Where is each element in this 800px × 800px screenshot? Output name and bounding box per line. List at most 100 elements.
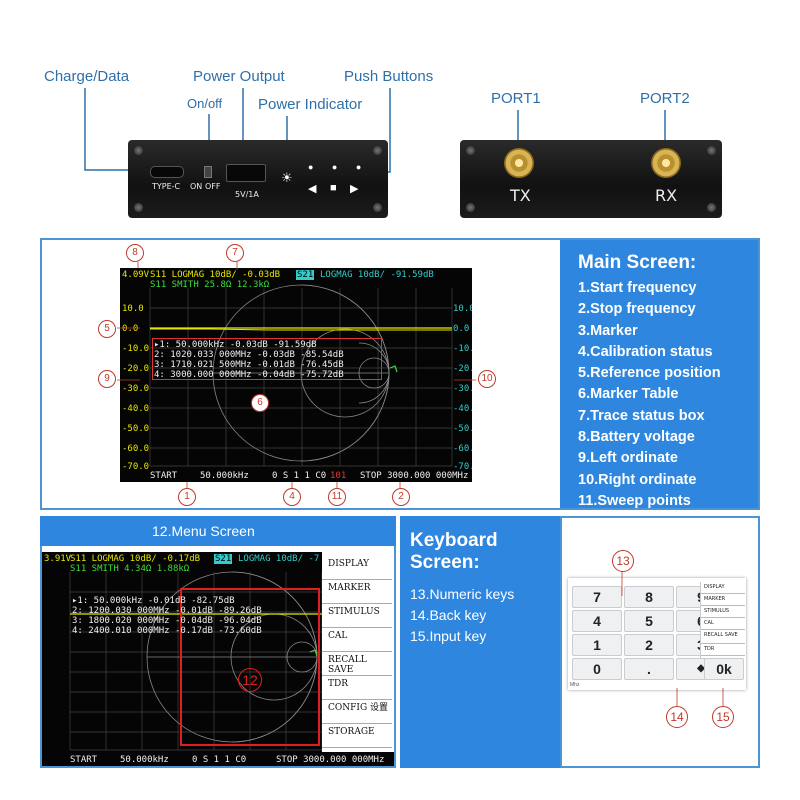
menu-item-cal[interactable]: CAL: [322, 628, 392, 652]
menu-grid: [69, 571, 322, 751]
legend-item: 6.Marker Table: [578, 386, 679, 403]
marker-row-3: 3: 1710.021 500MHz -0.01dB -76.45dB: [154, 360, 344, 370]
stop-frequency: STOP 3000.000 000MHz: [360, 471, 469, 481]
keyboard-legend-panel: Keyboard Screen: 13.Numeric keys 14.Back…: [400, 516, 560, 768]
legend-item: 11.Sweep points: [578, 492, 691, 509]
key-1[interactable]: 1: [572, 634, 622, 656]
right-tick-0: 10.0: [453, 304, 472, 314]
callout-10: 10: [478, 370, 496, 388]
rx-text: RX: [655, 186, 678, 205]
side-menu: DISPLAY MARKER STIMULUS CAL RECALL SAVE …: [322, 552, 394, 752]
key-decimal[interactable]: .: [624, 658, 674, 680]
left-tick-3: -20.0: [122, 364, 150, 374]
menu-screen-highlight: [180, 588, 320, 746]
kmenu-recall-save[interactable]: RECALL SAVE: [701, 630, 745, 644]
screw-icon: [134, 203, 143, 212]
key-5[interactable]: 5: [624, 610, 674, 632]
main-screen-display: 4.09V S11 LOGMAG 10dB/ -0.03dB S11 SMITH…: [120, 268, 472, 482]
callout-11: 11: [328, 488, 346, 506]
legend-item: 8.Battery voltage: [578, 429, 695, 446]
menu-item-stimulus[interactable]: STIMULUS: [322, 604, 392, 628]
select-button-icon[interactable]: ■: [330, 182, 337, 194]
sma-port1-connector[interactable]: [504, 148, 534, 178]
menu-marker-row-4: 4: 2400.010 000MHz -0.17dB -73.60dB: [72, 626, 262, 636]
menu-screen-header: 12.Menu Screen: [40, 516, 396, 546]
menu-screen-frame: [40, 546, 396, 768]
left-tick-7: -60.0: [122, 444, 150, 454]
menu-item-recall-save[interactable]: RECALL SAVE: [322, 652, 392, 676]
menu-item-tdr[interactable]: TDR: [322, 676, 392, 700]
legend-item: 2.Stop frequency: [578, 301, 696, 318]
right-arrow-button-icon[interactable]: ▶: [350, 183, 359, 195]
left-tick-1: 0.0: [122, 324, 139, 334]
kmenu-marker[interactable]: MARKER: [701, 594, 745, 606]
key-8[interactable]: 8: [624, 586, 674, 608]
menu-item-display[interactable]: DISPLAY: [322, 556, 392, 580]
left-arrow-button-icon[interactable]: ◀: [308, 183, 317, 195]
right-tick-6: -50.0: [453, 424, 472, 434]
kmenu-display[interactable]: DISPLAY: [701, 582, 745, 594]
keyboard-screen: 7 8 9 4 5 6 1 2 3 0 . ◆ 0k Mhz DISPLAY M…: [568, 578, 746, 690]
menu-marker-row-2: 2: 1200.030 000MHz -0.01dB -89.26dB: [72, 606, 262, 616]
main-legend-title: Main Screen:: [578, 252, 697, 273]
key-4[interactable]: 4: [572, 610, 622, 632]
screw-icon: [373, 146, 382, 155]
screw-icon: [707, 203, 716, 212]
power-indicator-icon: ☀: [281, 170, 293, 185]
ok-key[interactable]: 0k: [704, 658, 744, 680]
legend-item: 3.Marker: [578, 322, 638, 339]
key-7[interactable]: 7: [572, 586, 622, 608]
menu-screen-display: 12 3.91V S11 LOGMAG 10dB/ -0.17dB S11 SM…: [42, 552, 394, 766]
trace2-status: LOGMAG 10dB/ -91.59dB: [320, 270, 434, 280]
screw-icon: [466, 203, 475, 212]
right-tick-8: -70.0: [453, 462, 472, 472]
left-tick-4: -30.0: [122, 384, 150, 394]
power-output-label: Power Output: [193, 68, 285, 85]
key-2[interactable]: 2: [624, 634, 674, 656]
key-0[interactable]: 0: [572, 658, 622, 680]
menu-screen-title: 12.Menu Screen: [152, 523, 255, 539]
menu-trace2-status: LOGMAG 10dB/ -7: [238, 554, 320, 564]
kmenu-stimulus[interactable]: STIMULUS: [701, 606, 745, 618]
callout-6: 6: [251, 394, 269, 412]
menu-marker-row-1: ▸1: 50.000kHz -0.01dB -82.75dB: [72, 596, 235, 606]
menu-trace1b-status: S11 SMITH 4.34Ω 1.88kΩ: [70, 564, 190, 574]
menu-item-storage[interactable]: STORAGE: [322, 724, 392, 748]
power-output-port[interactable]: [226, 164, 266, 182]
marker-row-4: 4: 3000.000 000MHz -0.04dB -75.72dB: [154, 370, 344, 380]
keyboard-legend-title: Keyboard Screen:: [410, 530, 498, 573]
kmenu-tdr[interactable]: TDR: [701, 644, 745, 656]
sweep-points: 101: [330, 471, 347, 481]
charge-data-label: Charge/Data: [44, 68, 130, 85]
menu-start-label: START: [70, 755, 98, 765]
keyboard-legend-item: 13.Numeric keys: [410, 586, 515, 602]
callout-5: 5: [98, 320, 116, 338]
calibration-status: 0 S 1 1 C0: [272, 471, 327, 481]
power-switch[interactable]: [204, 166, 212, 178]
kmenu-cal[interactable]: CAL: [701, 618, 745, 630]
marker-row-2: 2: 1020.033 000MHz -0.03dB -85.54dB: [154, 350, 344, 360]
keyboard-callout-lines: [621, 570, 724, 708]
on-off-label: On/off: [187, 96, 223, 111]
callout-12: 12: [238, 668, 262, 692]
usb-c-port[interactable]: [150, 166, 184, 178]
left-tick-6: -50.0: [122, 424, 150, 434]
port2-label: PORT2: [640, 90, 690, 107]
menu-item-marker[interactable]: MARKER: [322, 580, 392, 604]
type-c-text: TYPE-C: [152, 182, 181, 191]
menu-trace1-status: S11 LOGMAG 10dB/ -0.17dB: [70, 554, 201, 564]
menu-item-config[interactable]: CONFIG 设置: [322, 700, 392, 724]
device-rear-panel: TX RX: [460, 140, 722, 218]
screw-icon: [134, 146, 143, 155]
menu-trace2-tag: S21: [214, 554, 233, 564]
legend-item: 9.Left ordinate: [578, 450, 678, 467]
right-tick-1: 0.0: [453, 324, 470, 334]
right-tick-4: -30.0: [453, 384, 472, 394]
left-tick-8: -70.0: [122, 462, 150, 472]
right-tick-7: -60.0: [453, 444, 472, 454]
main-screen-panel: [40, 238, 760, 510]
battery-voltage: 4.09V: [122, 270, 150, 280]
menu-battery-voltage: 3.91V: [44, 554, 72, 564]
sma-port2-connector[interactable]: [651, 148, 681, 178]
callout-4: 4: [283, 488, 301, 506]
